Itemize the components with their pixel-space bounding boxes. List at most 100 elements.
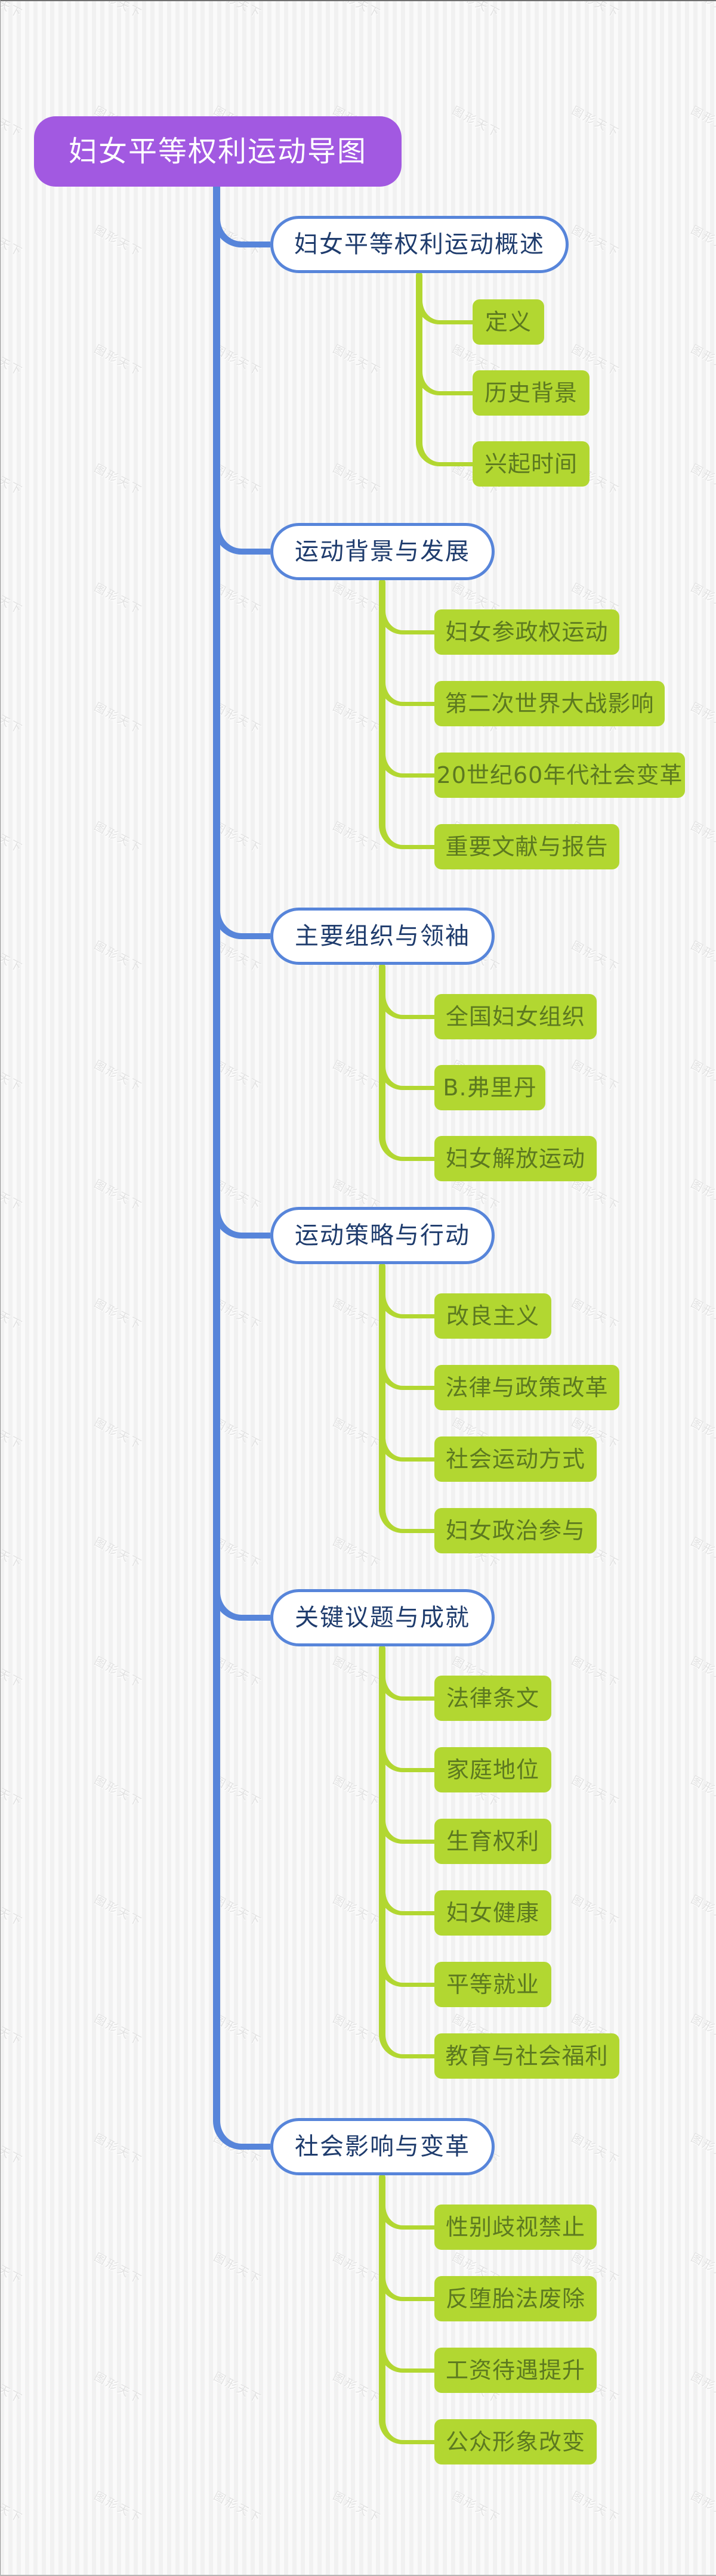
watermark-text: 图形天下 [569, 223, 622, 260]
leaf-node[interactable]: 重要文献与报告 [434, 824, 619, 869]
leaf-node[interactable]: 历史背景 [473, 370, 590, 416]
watermark-text: 图形天下 [0, 1773, 26, 1810]
connector-leaf-elbow [379, 2196, 434, 2230]
watermark-text: 图形天下 [331, 1773, 384, 1810]
leaf-node[interactable]: 反堕胎法废除 [434, 2276, 597, 2321]
connector-leaf-elbow [379, 2339, 434, 2373]
watermark-text: 图形天下 [92, 939, 145, 976]
watermark-text: 图形天下 [689, 2131, 716, 2168]
branch-node-3[interactable]: 主要组织与领袖 [270, 908, 495, 965]
watermark-text: 图形天下 [0, 581, 26, 618]
connector-leaf-elbow [379, 1953, 434, 1987]
leaf-node[interactable]: 性别歧视禁止 [434, 2205, 597, 2250]
connector-leaf-elbow [379, 1057, 434, 1090]
connector-leaf-elbow [379, 816, 434, 849]
leaf-node[interactable]: 教育与社会福利 [434, 2033, 619, 2079]
branch-node-6[interactable]: 社会影响与变革 [270, 2118, 495, 2175]
watermark-text: 图形天下 [569, 1654, 622, 1691]
watermark-text: 图形天下 [331, 700, 384, 737]
watermark-text: 图形天下 [331, 1296, 384, 1333]
connector-leaf-elbow [379, 986, 434, 1019]
watermark-text: 图形天下 [569, 1058, 622, 1095]
connector-leaf-elbow [379, 1285, 434, 1318]
watermark-text: 图形天下 [331, 581, 384, 618]
leaf-node[interactable]: 妇女参政权运动 [434, 609, 619, 655]
connector-root-spine [213, 179, 220, 2120]
leaf-node[interactable]: 公众形象改变 [434, 2419, 597, 2464]
leaf-node[interactable]: 妇女政治参与 [434, 1508, 597, 1553]
page-bottom-edge [0, 2575, 716, 2576]
watermark-text: 图形天下 [689, 1058, 716, 1095]
leaf-node[interactable]: 改良主义 [434, 1293, 551, 1339]
watermark-text: 图形天下 [0, 1058, 26, 1095]
connector-leaf-elbow [379, 1739, 434, 1772]
leaf-node[interactable]: 妇女健康 [434, 1890, 551, 1936]
watermark-text: 图形天下 [0, 1654, 26, 1691]
watermark-text: 图形天下 [92, 1058, 145, 1095]
branch-node-4[interactable]: 运动策略与行动 [270, 1207, 495, 1264]
leaf-node[interactable]: 工资待遇提升 [434, 2348, 597, 2393]
watermark-text: 图形天下 [331, 1535, 384, 1572]
watermark-text: 图形天下 [689, 2489, 716, 2526]
leaf-node[interactable]: 平等就业 [434, 1962, 551, 2007]
watermark-text: 图形天下 [92, 342, 145, 379]
watermark-text: 图形天下 [689, 1893, 716, 1930]
watermark-text: 图形天下 [0, 2370, 26, 2407]
connector-leaf-spine [416, 272, 422, 439]
watermark-text: 图形天下 [689, 1535, 716, 1572]
watermark-text: 图形天下 [331, 1058, 384, 1095]
watermark-text: 图形天下 [211, 0, 264, 21]
watermark-text: 图形天下 [331, 2489, 384, 2526]
watermark-text: 图形天下 [569, 2489, 622, 2526]
watermark-text: 图形天下 [569, 1296, 622, 1333]
watermark-text: 图形天下 [689, 104, 716, 141]
leaf-node[interactable]: 社会运动方式 [434, 1436, 597, 1482]
branch-node-2[interactable]: 运动背景与发展 [270, 523, 495, 580]
watermark-text: 图形天下 [92, 1535, 145, 1572]
watermark-text: 图形天下 [92, 0, 145, 21]
connector-leaf-elbow [379, 1882, 434, 1915]
watermark-text: 图形天下 [92, 1773, 145, 1810]
branch-node-1[interactable]: 妇女平等权利运动概述 [270, 216, 569, 273]
watermark-text: 图形天下 [569, 1773, 622, 1810]
connector-leaf-spine [379, 579, 385, 822]
leaf-node[interactable]: 家庭地位 [434, 1747, 551, 1792]
watermark-text: 图形天下 [569, 104, 622, 141]
connector-leaf-elbow [416, 433, 473, 466]
leaf-node[interactable]: 全国妇女组织 [434, 994, 597, 1039]
watermark-text: 图形天下 [331, 0, 384, 21]
connector-leaf-elbow [379, 1810, 434, 1844]
connector-leaf-elbow [379, 1500, 434, 1533]
leaf-node[interactable]: 法律与政策改革 [434, 1365, 619, 1410]
watermark-text: 图形天下 [92, 462, 145, 499]
connector-leaf-spine [379, 1645, 385, 2032]
watermark-text: 图形天下 [689, 462, 716, 499]
watermark-text: 图形天下 [92, 223, 145, 260]
leaf-node[interactable]: 兴起时间 [473, 441, 590, 487]
watermark-text: 图形天下 [92, 2250, 145, 2287]
watermark-text: 图形天下 [331, 819, 384, 856]
connector-leaf-elbow [416, 291, 473, 324]
root-node[interactable]: 妇女平等权利运动导图 [34, 116, 402, 187]
watermark-text: 图形天下 [92, 1296, 145, 1333]
watermark-text: 图形天下 [689, 0, 716, 21]
leaf-node[interactable]: 20世纪60年代社会变革 [434, 753, 685, 798]
watermark-text: 图形天下 [689, 819, 716, 856]
leaf-node[interactable]: 妇女解放运动 [434, 1136, 597, 1181]
watermark-text: 图形天下 [92, 1893, 145, 1930]
leaf-node[interactable]: 第二次世界大战影响 [434, 681, 665, 726]
watermark-text: 图形天下 [689, 2370, 716, 2407]
watermark-text: 图形天下 [0, 104, 26, 141]
branch-node-5[interactable]: 关键议题与成就 [270, 1589, 495, 1646]
leaf-node[interactable]: 法律条文 [434, 1676, 551, 1721]
leaf-node[interactable]: B.弗里丹 [434, 1065, 545, 1110]
watermark-text: 图形天下 [689, 1296, 716, 1333]
watermark-text: 图形天下 [0, 2131, 26, 2168]
leaf-node[interactable]: 生育权利 [434, 1819, 551, 1864]
watermark-text: 图形天下 [689, 223, 716, 260]
watermark-text: 图形天下 [0, 939, 26, 976]
leaf-node[interactable]: 定义 [473, 299, 544, 345]
watermark-text: 图形天下 [450, 0, 503, 21]
connector-leaf-elbow [379, 2025, 434, 2058]
watermark-text: 图形天下 [689, 1773, 716, 1810]
